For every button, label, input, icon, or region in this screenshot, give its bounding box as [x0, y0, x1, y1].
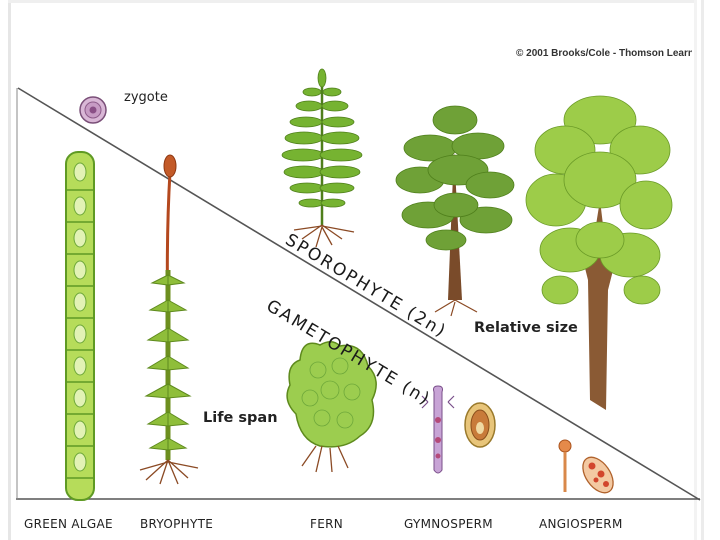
- group-label-angiosperm: ANGIOSPERM: [539, 517, 623, 531]
- group-label-green-algae: GREEN ALGAE: [24, 517, 113, 531]
- group-label-fern: FERN: [310, 517, 343, 531]
- zygote-illustration: [80, 97, 106, 123]
- relative-size-label: Relative size: [474, 320, 578, 336]
- zygote-label: zygote: [124, 90, 168, 105]
- gymnosperm-gametophyte-illustration: [422, 386, 495, 473]
- group-label-bryophyte: BRYOPHYTE: [140, 517, 213, 531]
- group-label-gymnosperm: GYMNOSPERM: [404, 517, 493, 531]
- gymnosperm-tree-illustration: [396, 106, 514, 316]
- angiosperm-gametophyte-illustration: [559, 440, 619, 498]
- angiosperm-tree-illustration: [526, 96, 672, 410]
- bryophyte-illustration: [140, 155, 198, 484]
- fern-sporophyte-illustration: [282, 69, 362, 247]
- copyright-notice: © 2001 Brooks/Cole - Thomson Learni: [516, 48, 692, 59]
- green-algae-illustration: [66, 152, 94, 500]
- life-span-label: Life span: [203, 410, 278, 426]
